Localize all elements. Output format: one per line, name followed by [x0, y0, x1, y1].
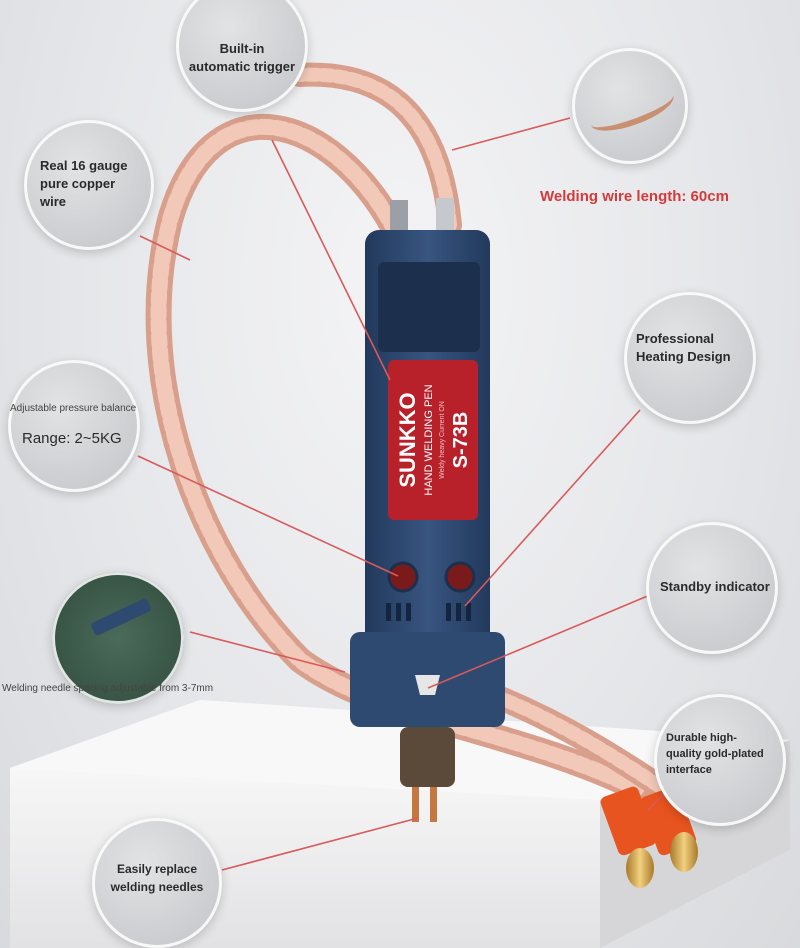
brand-text: SUNKKO — [395, 392, 420, 487]
needles-bubble — [92, 818, 222, 948]
model-code-text: S-73B — [450, 412, 472, 469]
copper-label: Real 16 gauge pure copper wire — [40, 158, 128, 209]
wire-photo-bubble — [572, 48, 688, 164]
standby-bubble — [646, 522, 778, 654]
heating-bubble — [624, 292, 756, 424]
wire-length-label: Welding wire length: 60cm — [540, 188, 729, 205]
copper-bubble — [24, 120, 154, 250]
callout-lines — [137, 117, 679, 871]
model-sub-text: Weldy heavy Current ON — [439, 401, 446, 479]
gold-bubble — [654, 694, 786, 826]
heating-label: Professional Heating Design — [636, 331, 731, 364]
pressure-bubble — [8, 360, 140, 492]
trigger-bubble — [176, 0, 308, 112]
spacing-label: Welding needle spacing adjustable from 3… — [2, 683, 214, 694]
spacing-photo-bubble — [52, 572, 184, 704]
pressure-label: Adjustable pressure balance — [10, 403, 137, 414]
model-text: HAND WELDING PEN — [423, 384, 435, 495]
welding-pen — [350, 198, 505, 822]
needles-label: Easily replace welding needles — [110, 862, 204, 894]
pen-label: SUNKKO HAND WELDING PEN Weldy heavy Curr… — [395, 384, 472, 495]
range-label: Range: 2~5KG — [22, 430, 122, 447]
standby-label: Standby indicator — [660, 579, 770, 594]
gold-label: Durable high- quality gold-plated interf… — [666, 732, 764, 776]
trigger-label: Built-in automatic trigger — [188, 41, 296, 74]
